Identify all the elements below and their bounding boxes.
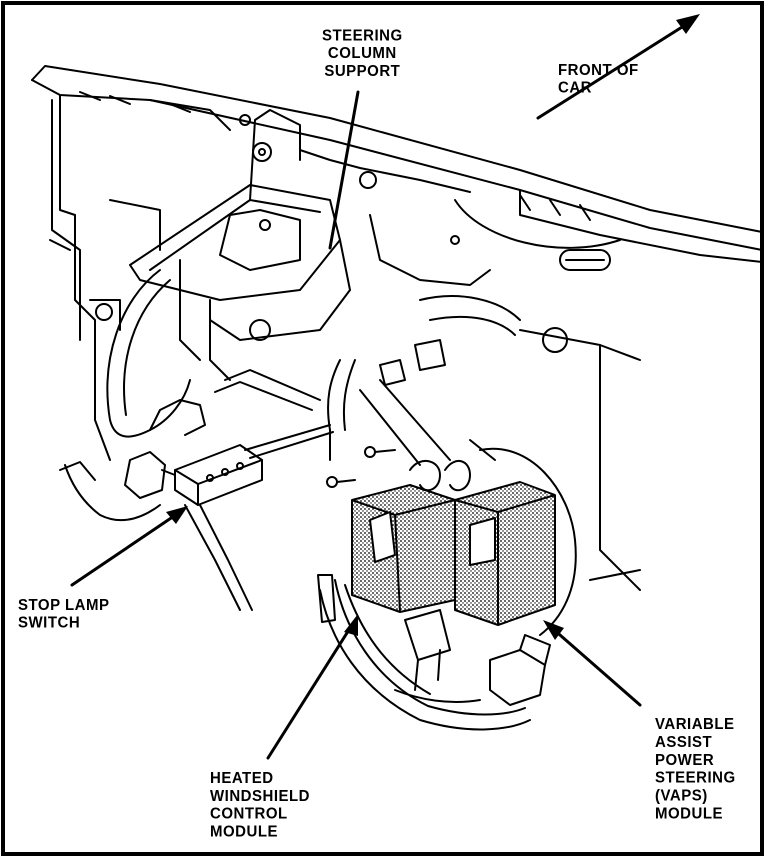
vaps-label: VARIABLE ASSIST POWER STEERING (VAPS) MO… (655, 715, 736, 822)
vaps-line-3: POWER (655, 751, 715, 769)
steering-column-support-line-2: COLUMN (327, 44, 397, 63)
heated-windshield-line-4: MODULE (210, 822, 278, 841)
front-of-car-arrowhead (676, 14, 700, 34)
front-of-car-line-1: FRONT OF (558, 61, 639, 79)
front-of-car-label: FRONT OF CAR (558, 61, 639, 97)
steering-column-support-line-3: SUPPORT (324, 62, 401, 81)
vaps-line-1: VARIABLE (655, 715, 735, 734)
column-opening (239, 114, 621, 353)
left-wire-harness (59, 269, 206, 522)
firewall-structure (49, 99, 161, 461)
vaps-arrowhead (543, 620, 564, 640)
stop-lamp-switch-line-1: STOP LAMP (18, 596, 110, 614)
heated-windshield-label: HEATED WINDSHIELD CONTROL MODULE (210, 769, 310, 840)
stop-lamp-switch-body (124, 444, 263, 506)
stop-lamp-switch-label: STOP LAMP SWITCH (18, 596, 109, 632)
vaps-line-5: (VAPS) (655, 786, 708, 805)
vaps-line-6: MODULE (655, 804, 723, 823)
steering-column-support-leader (328, 90, 360, 250)
heated-windshield-leader (266, 623, 354, 760)
stop-lamp-arrowhead (166, 506, 188, 524)
lower-wire-bundle (317, 574, 551, 731)
heated-windshield-module-body (351, 484, 456, 613)
front-of-car-arrow-shaft (536, 20, 692, 120)
vaps-line-2: ASSIST (655, 733, 713, 752)
steering-column-support-line-1: STEERING (322, 26, 403, 45)
steering-column-support-label: STEERING COLUMN SUPPORT (322, 27, 403, 81)
heated-windshield-line-2: WINDSHIELD (210, 787, 310, 805)
heated-windshield-arrowhead (344, 614, 358, 636)
stop-lamp-switch-leader (70, 510, 182, 587)
vaps-module-body (454, 481, 556, 626)
heated-windshield-line-3: CONTROL (210, 805, 288, 823)
right-vertical-structure (327, 295, 641, 591)
module-mounting-bracket (326, 446, 577, 636)
dash-panel-edge (31, 65, 763, 263)
brake-pedal-rod (184, 369, 334, 611)
steering-column-support-bracket (129, 109, 351, 381)
front-of-car-line-2: CAR (558, 79, 592, 97)
vaps-line-4: STEERING (655, 769, 736, 787)
stop-lamp-switch-line-2: SWITCH (18, 614, 81, 632)
vaps-leader (550, 626, 642, 707)
heated-windshield-line-1: HEATED (210, 769, 274, 788)
